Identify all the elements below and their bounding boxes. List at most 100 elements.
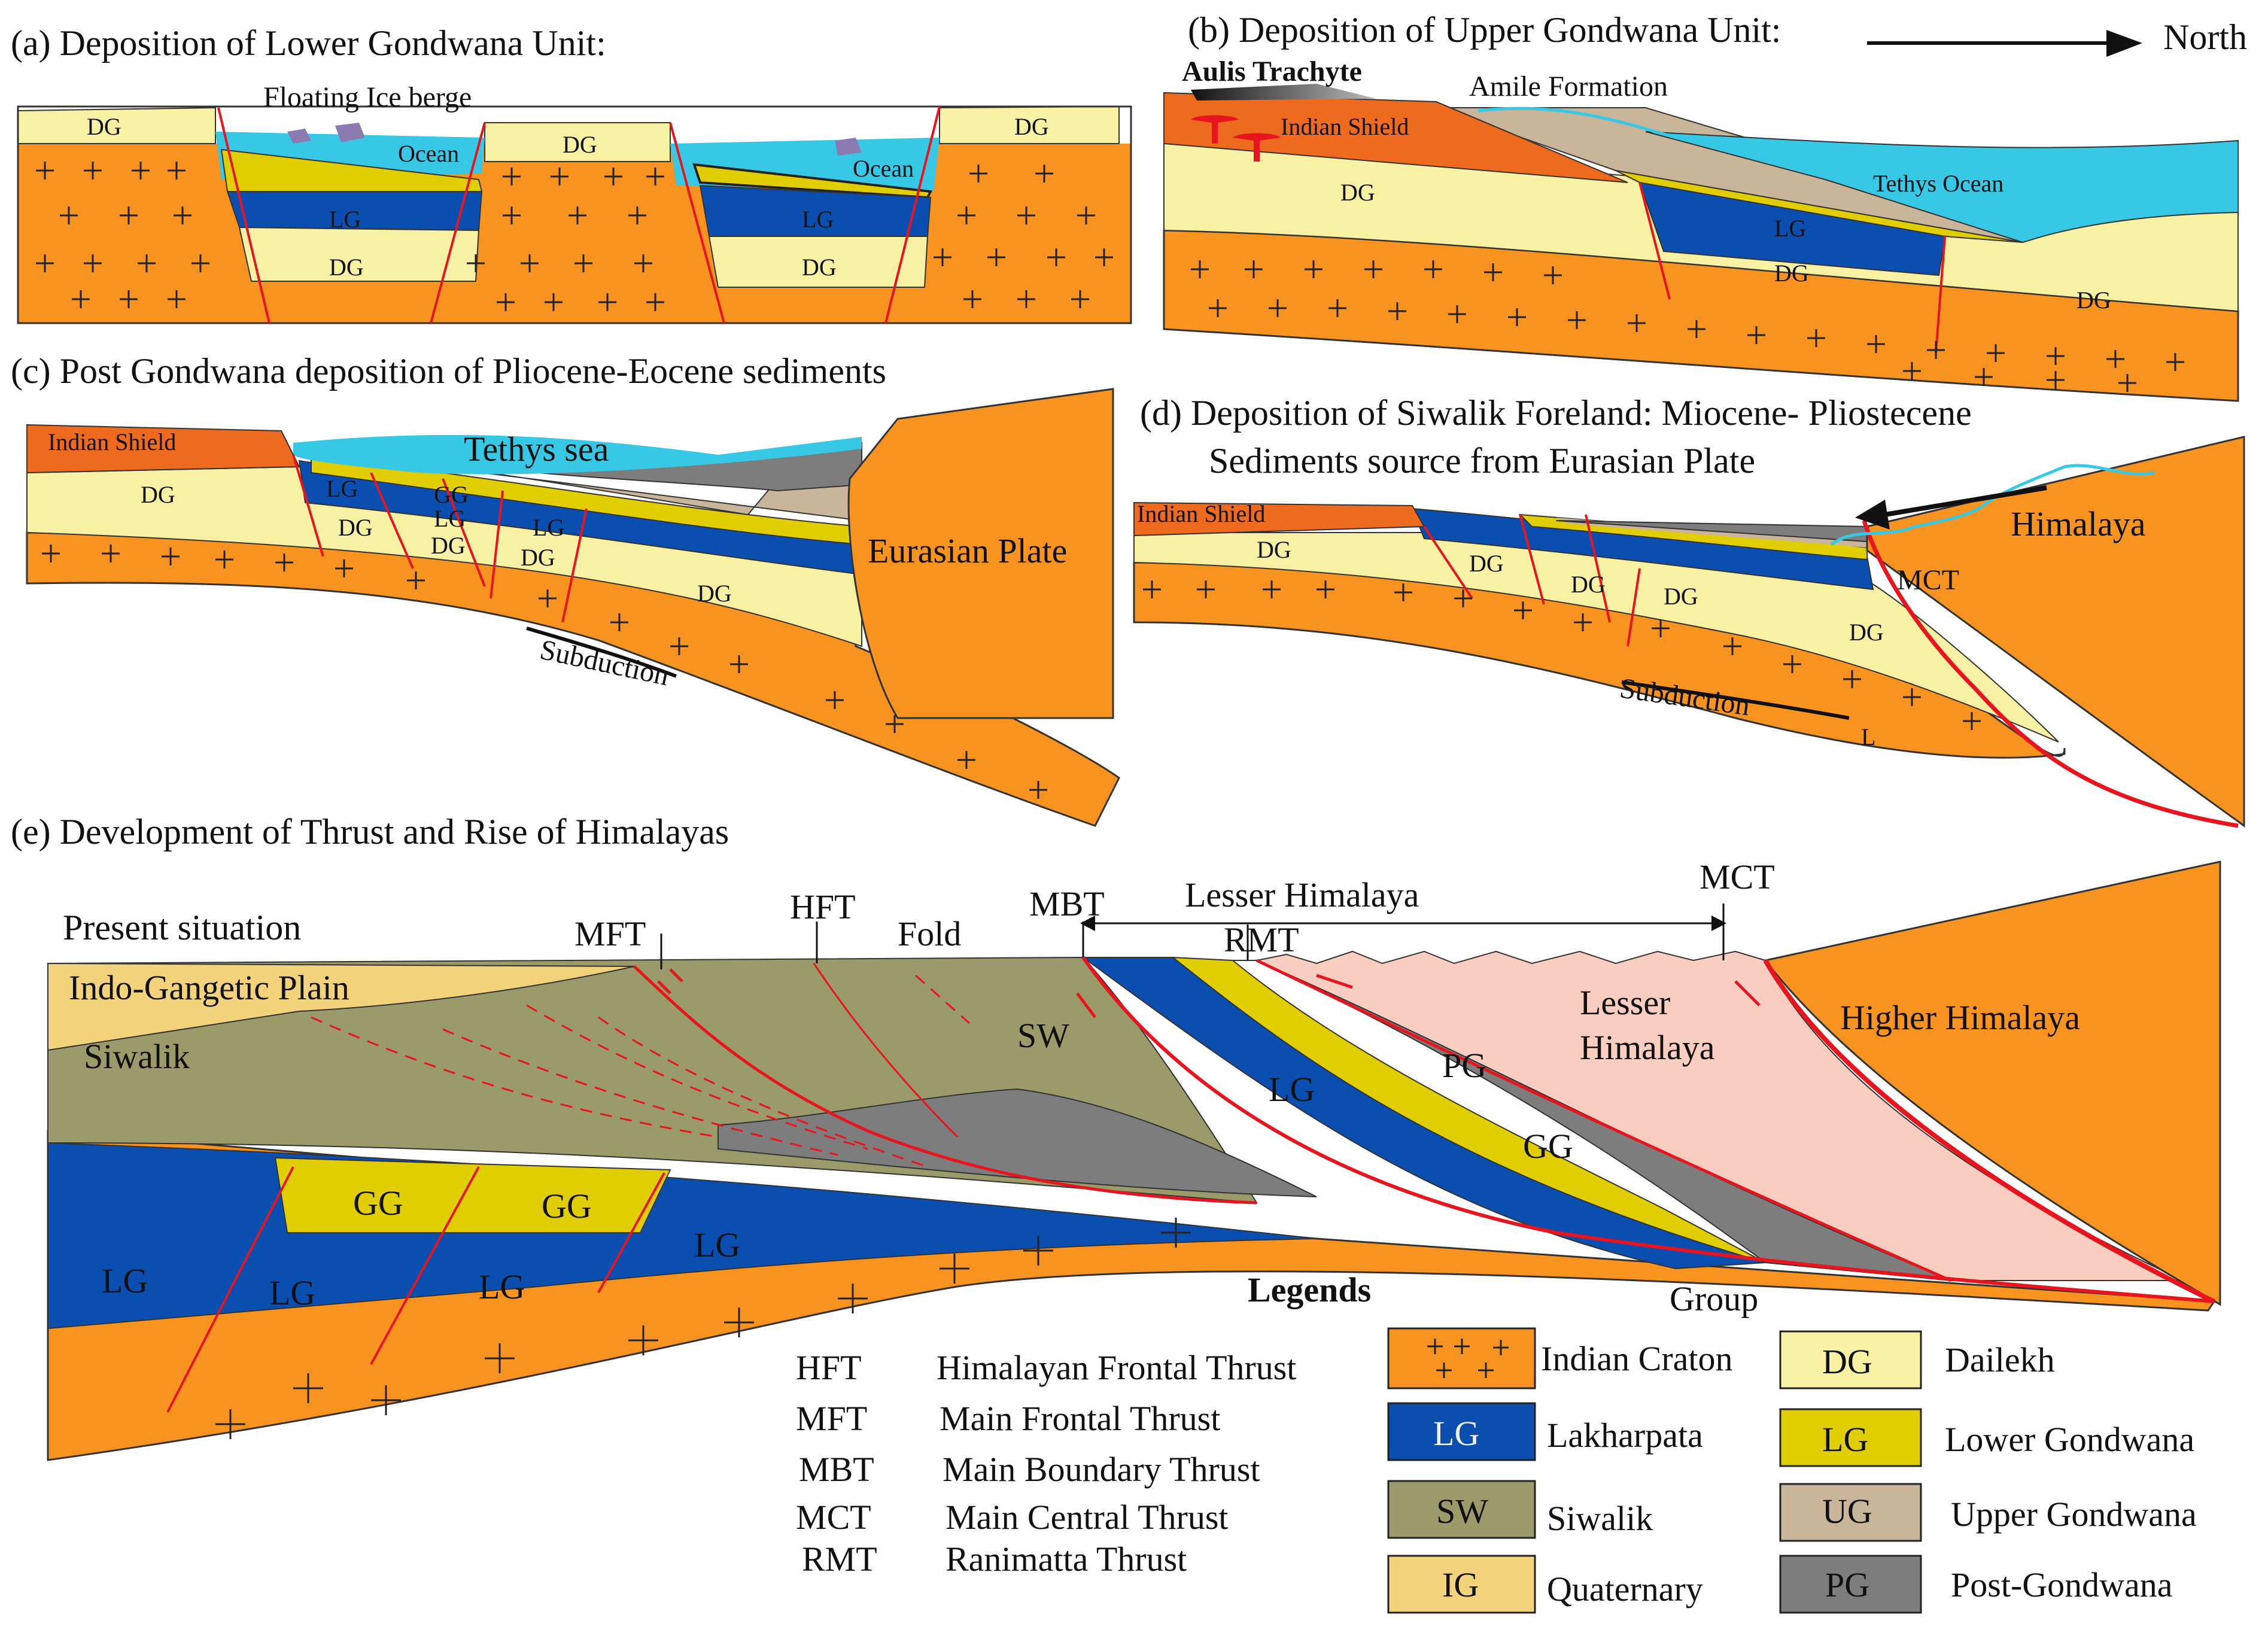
craton-crosses [36,162,1113,311]
abbr-name: Main Boundary Thrust [943,1450,1260,1489]
dg-label: DG [1014,113,1049,140]
panel-b: (b) Deposition of Upper Gondwana Unit: N… [1163,10,2247,402]
dg-label: DG [1774,260,1809,287]
legend-cross-pattern [1427,1339,1509,1378]
panel-d-title-line1: (d) Deposition of Siwalik Foreland: Mioc… [1140,393,1972,433]
legend-label: Post-Gondwana [1951,1565,2173,1604]
aulis-trachyte-label: Aulis Trachyte [1182,56,1362,87]
dg-label: DG [141,481,175,508]
fold-label: Fold [898,914,961,953]
legend-item: DG Dailekh [1779,1330,2055,1389]
gg-label: GG [434,481,469,508]
legend-title: Legends [1248,1270,1371,1309]
indian-shield-label: Indian Shield [1137,500,1265,527]
abbr-code: HFT [796,1348,862,1387]
legend-item: UG Upper Gondwana [1779,1483,2197,1542]
legend-label: Dailekh [1945,1340,2055,1379]
legend-swatch [1387,1480,1536,1539]
panel-c-section [26,388,1120,827]
higher-himalaya-label: Higher Himalaya [1840,998,2080,1037]
legend-swatch [1779,1330,1922,1389]
dg-label: DG [2077,287,2111,314]
legend-item: LG Lakharpata [1387,1402,1703,1461]
legend-swatch [1779,1408,1922,1467]
legend-label: Siwalik [1547,1499,1653,1538]
legend-label: Quaternary [1547,1570,1703,1608]
sw-label: SW [1017,1016,1069,1055]
legend-item: IG Quaternary [1387,1555,1703,1614]
legend-code: DG [1822,1342,1872,1381]
legend-item: SW Siwalik [1387,1480,1653,1539]
lg-label: LG [802,206,834,233]
legend-item: PG Post-Gondwana [1779,1555,2173,1614]
abbr-name: Himalayan Frontal Thrust [937,1348,1296,1387]
mbt-label: MBT [1029,884,1105,923]
panel-d-section [1133,436,2245,828]
mft-label: MFT [574,914,646,953]
l-label: L [1861,723,1875,750]
dg-label: DG [1340,179,1375,206]
abbreviation-list: HFT Himalayan Frontal Thrust MFT Main Fr… [796,1348,1296,1579]
rmt-label: RMT [1224,920,1299,959]
legend-code: LG [1433,1414,1479,1453]
legend-item: Indian Craton [1387,1327,1733,1389]
panel-e-title: (e) Development of Thrust and Rise of Hi… [11,812,729,852]
north-arrow [1867,30,2142,57]
north-label: North [2163,17,2247,57]
legend-code: PG [1825,1565,1869,1604]
lg-label: LG [326,475,358,502]
legend-code: SW [1436,1492,1488,1531]
legend: Legends Indian Craton DG Dailekh LG Lakh… [1248,1270,2197,1614]
dg-label: DG [1664,583,1698,610]
lg-label: LG [329,206,361,233]
abbr-code: RMT [802,1540,877,1579]
ocean-label: Ocean [398,140,459,167]
legend-code: UG [1822,1492,1872,1531]
lg-label: LG [269,1273,315,1312]
dg-label: DG [1257,536,1291,563]
dg-label: DG [87,113,121,140]
indian-shield-label: Indian Shield [48,428,176,455]
hft-label: HFT [790,887,856,926]
tethys-ocean-label: Tethys Ocean [1873,170,2003,197]
legend-code: IG [1442,1565,1479,1604]
abbr-name: Main Central Thrust [945,1498,1229,1537]
lesser-himalaya-top-label: Lesser Himalaya [1185,875,1419,914]
dg-label: DG [431,532,466,559]
lg-label: LG [479,1267,525,1306]
lg-label: LG [434,505,466,532]
lesser-himalaya-label-line1: Lesser [1580,983,1670,1022]
panel-c: (c) Post Gondwana deposition of Pliocene… [11,351,1120,827]
himalaya-label: Himalaya [2011,504,2145,543]
panel-a-section [17,105,1132,324]
pg-label: PG [1442,1046,1486,1085]
panel-b-title: (b) Deposition of Upper Gondwana Unit: [1188,10,1781,50]
dg-label: DG [563,131,597,158]
ocean-label: Ocean [853,155,914,182]
legend-item: LG Lower Gondwana [1779,1408,2194,1467]
lg-label: LG [102,1261,148,1300]
panel-d: (d) Deposition of Siwalik Foreland: Mioc… [1133,393,2245,828]
floating-ice-label: Floating Ice berge [263,81,472,113]
panel-b-section [1163,84,2239,402]
dg-label: DG [1571,571,1606,598]
panel-e-section [47,860,2221,1461]
present-situation-label: Present situation [63,908,301,947]
legend-label: Upper Gondwana [1951,1495,2197,1534]
lg-label: LG [533,514,564,541]
dg-label: DG [697,580,732,607]
legend-swatch [1387,1327,1536,1389]
dg-label: DG [329,254,364,281]
abbr-code: MCT [796,1498,871,1537]
dg-label: DG [1469,550,1504,577]
abbr-name: Main Frontal Thrust [940,1399,1220,1438]
panel-a-title: (a) Deposition of Lower Gondwana Unit: [11,23,606,63]
panel-d-title-line2: Sediments source from Eurasian Plate [1209,441,1755,481]
siwalik-label: Siwalik [84,1037,190,1076]
dg-label: DG [802,254,837,281]
mct-label: MCT [1700,857,1775,896]
legend-swatch [1779,1555,1922,1614]
lg-label: LG [1269,1070,1315,1109]
dg-label: DG [338,514,373,541]
